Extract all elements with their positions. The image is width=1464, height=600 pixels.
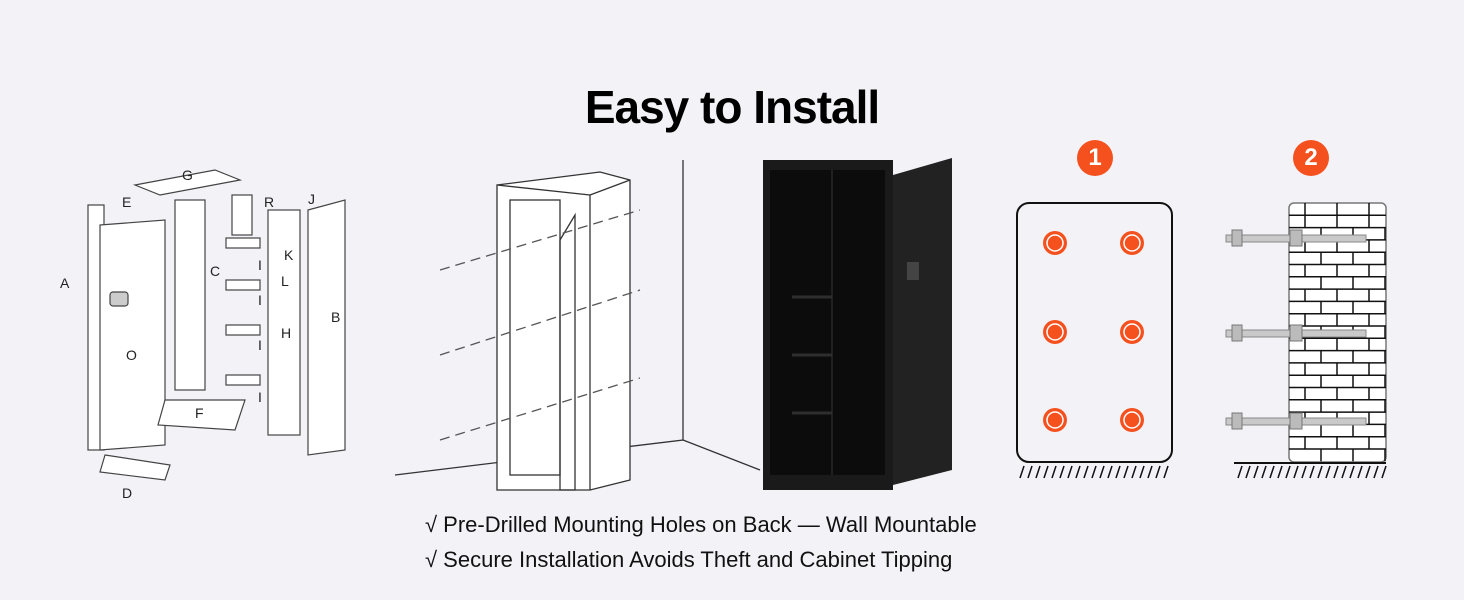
back-panel-holes	[1016, 202, 1173, 479]
feature-wall-mountable: √ Pre-Drilled Mounting Holes on Back — W…	[425, 512, 977, 537]
label-a: A	[60, 275, 70, 291]
label-i: I	[258, 389, 262, 405]
part-labels: G E R J A C K L I I I I H B O F D	[60, 167, 340, 501]
label-o: O	[126, 347, 137, 363]
label-b: B	[331, 309, 340, 325]
label-i: I	[258, 292, 262, 308]
label-r: R	[264, 194, 274, 210]
exploded-parts-diagram	[87, 169, 346, 481]
mounting-hole-icon	[1043, 408, 1067, 432]
label-d: D	[122, 485, 132, 501]
label-g: G	[182, 167, 193, 183]
feature-secure-installation: √ Secure Installation Avoids Theft and C…	[425, 547, 953, 572]
gun-safe-photo	[763, 158, 952, 490]
label-i: I	[258, 257, 262, 273]
mounting-hole-icon	[1043, 231, 1067, 255]
mounting-hole-icon	[1120, 231, 1144, 255]
label-l: L	[281, 273, 289, 289]
anchor-bolt-icon	[1225, 412, 1367, 430]
anchor-bolt-icon	[1225, 324, 1367, 342]
label-c: C	[210, 263, 220, 279]
step-1-badge: 1	[1077, 140, 1113, 176]
label-f: F	[195, 405, 204, 421]
label-i: I	[258, 337, 262, 353]
label-j: J	[308, 191, 315, 207]
mounting-hole-icon	[1043, 320, 1067, 344]
wall-mount-drawing	[394, 160, 761, 491]
mounting-hole-icon	[1120, 408, 1144, 432]
step-2-badge: 2	[1293, 140, 1329, 176]
mounting-hole-icon	[1120, 320, 1144, 344]
anchor-bolt-icon	[1225, 229, 1367, 247]
label-h: H	[281, 325, 291, 341]
page-title: Easy to Install	[584, 81, 880, 133]
label-e: E	[122, 194, 131, 210]
label-k: K	[284, 247, 294, 263]
brick-wall-anchors	[1225, 202, 1387, 479]
